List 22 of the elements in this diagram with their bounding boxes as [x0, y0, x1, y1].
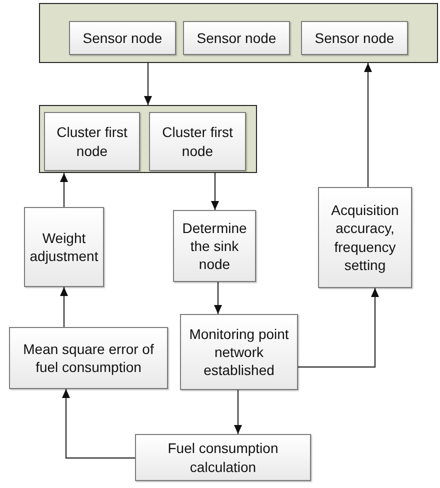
group-panel	[39, 105, 257, 173]
arrow	[298, 288, 379, 368]
process-box: Sensor node	[69, 21, 176, 55]
process-box: Determine the sink node	[173, 210, 256, 282]
process-box: Cluster first node	[149, 112, 246, 171]
process-box: Sensor node	[301, 21, 408, 55]
arrow	[214, 282, 222, 314]
arrow	[60, 287, 68, 327]
arrow	[211, 173, 219, 210]
process-box: Weight adjustment	[24, 207, 104, 287]
arrow	[234, 390, 242, 434]
process-box: Mean square error of fuel consumption	[9, 327, 168, 389]
process-box: Acquisition accuracy, frequency setting	[318, 187, 412, 288]
arrow	[144, 63, 152, 105]
arrow	[60, 173, 68, 207]
process-box: Monitoring point network established	[180, 314, 298, 390]
arrow	[62, 389, 135, 459]
process-box: Cluster first node	[44, 112, 140, 171]
process-box: Fuel consumption calculation	[135, 434, 311, 481]
group-panel	[39, 3, 438, 63]
process-box: Sensor node	[183, 21, 290, 55]
arrow	[364, 63, 372, 187]
